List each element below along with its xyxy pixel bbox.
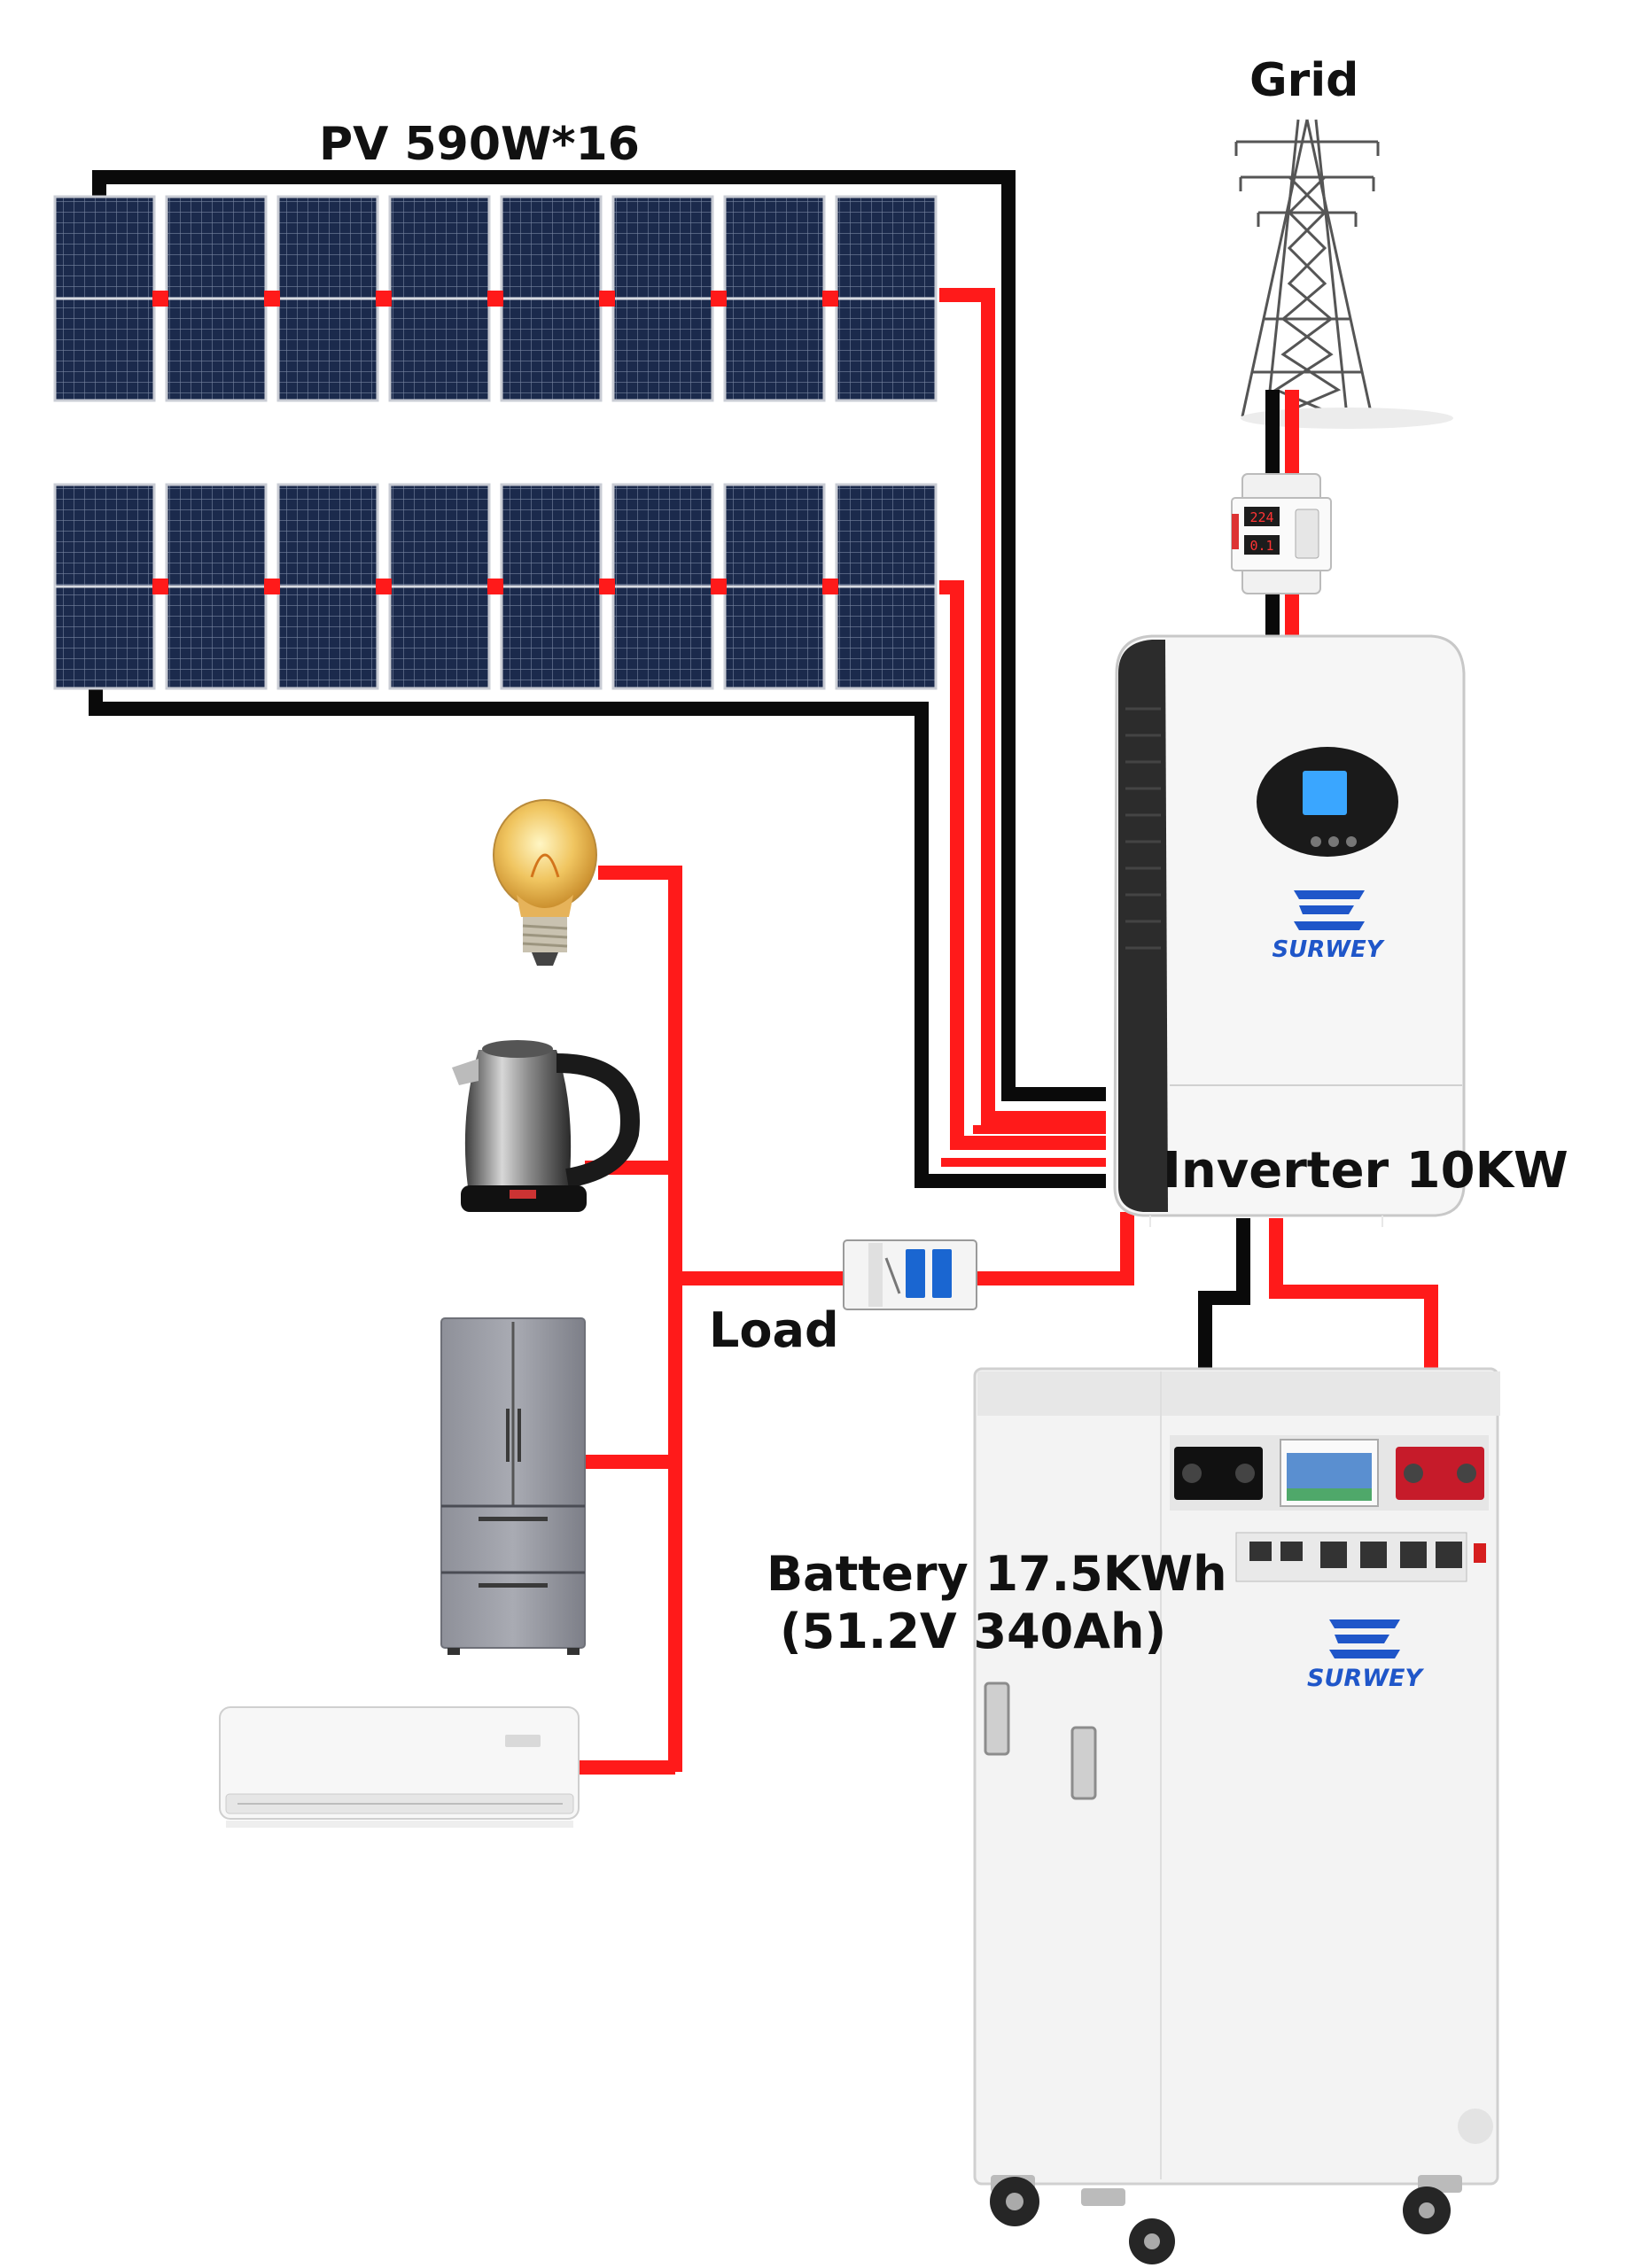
battery-spec-label: (51.2V 340Ah) [780,1604,1166,1659]
panel-jumper-wire [152,579,168,594]
panel-jumpers [152,291,838,594]
panel-jumper-wire [264,579,280,594]
panel-jumper-wire [599,291,615,307]
air-conditioner-icon [219,1706,580,1828]
battery-capacity-label: Battery 17.5KWh [767,1546,1227,1602]
bulb-wire [598,866,682,1772]
panel-jumper-wire [711,291,727,307]
pv-array-label: PV 590W*16 [319,118,640,171]
load-breaker [843,1239,977,1310]
battery-brand-label: SURWEY [1307,1665,1424,1692]
pv-row1-negative-wire [92,170,1106,1101]
refrigerator-icon [440,1317,586,1655]
load-label: Load [709,1302,839,1358]
solar-panel-array [53,195,938,690]
panel-jumper-wire [264,291,280,307]
pv-row2-positive-wire [939,580,1106,1150]
battery-negative-terminal [1174,1447,1263,1500]
inverter-logo-icon [1294,890,1365,930]
pv-wiring [89,170,1106,1188]
electric-kettle-icon [452,1040,640,1212]
panel-jumper-wire [152,291,168,307]
pv-row2-negative-wire [89,687,1106,1188]
panel-jumper-wire [711,579,727,594]
light-bulb-icon [493,799,597,966]
inverter-brand-label: SURWEY [1272,936,1385,963]
meter-voltage-readout: 224 [1249,509,1273,525]
grid-meter: 224 0.1 [1231,473,1332,594]
panel-jumper-wire [822,579,838,594]
breaker-to-inverter-wire [975,1212,1134,1285]
grid-tower-icon [1234,119,1380,418]
panel-jumper-wire [487,579,503,594]
battery-wheels [990,2109,1493,2264]
panel-jumper-wire [376,579,392,594]
battery-logo-icon [1329,1619,1400,1658]
grid-label: Grid [1249,54,1358,107]
panel-jumper-wire [376,291,392,307]
inverter-lcd-screen [1303,771,1347,815]
inverter-label: Inverter 10KW [1163,1142,1568,1200]
panel-jumper-wire [599,579,615,594]
battery-power-switch [1474,1543,1486,1563]
pv-row1-positive-wire [939,288,1106,1125]
inverter-unit: SURWEY [1113,634,1466,1227]
battery-positive-terminal [1396,1447,1484,1500]
battery-cabinet: SURWEY [973,1367,1500,2264]
battery-port-panel [1235,1532,1467,1582]
panel-jumper-wire [822,291,838,307]
meter-current-readout: 0.1 [1249,538,1273,554]
load-wiring [576,866,1134,1775]
panel-jumper-wire [487,291,503,307]
